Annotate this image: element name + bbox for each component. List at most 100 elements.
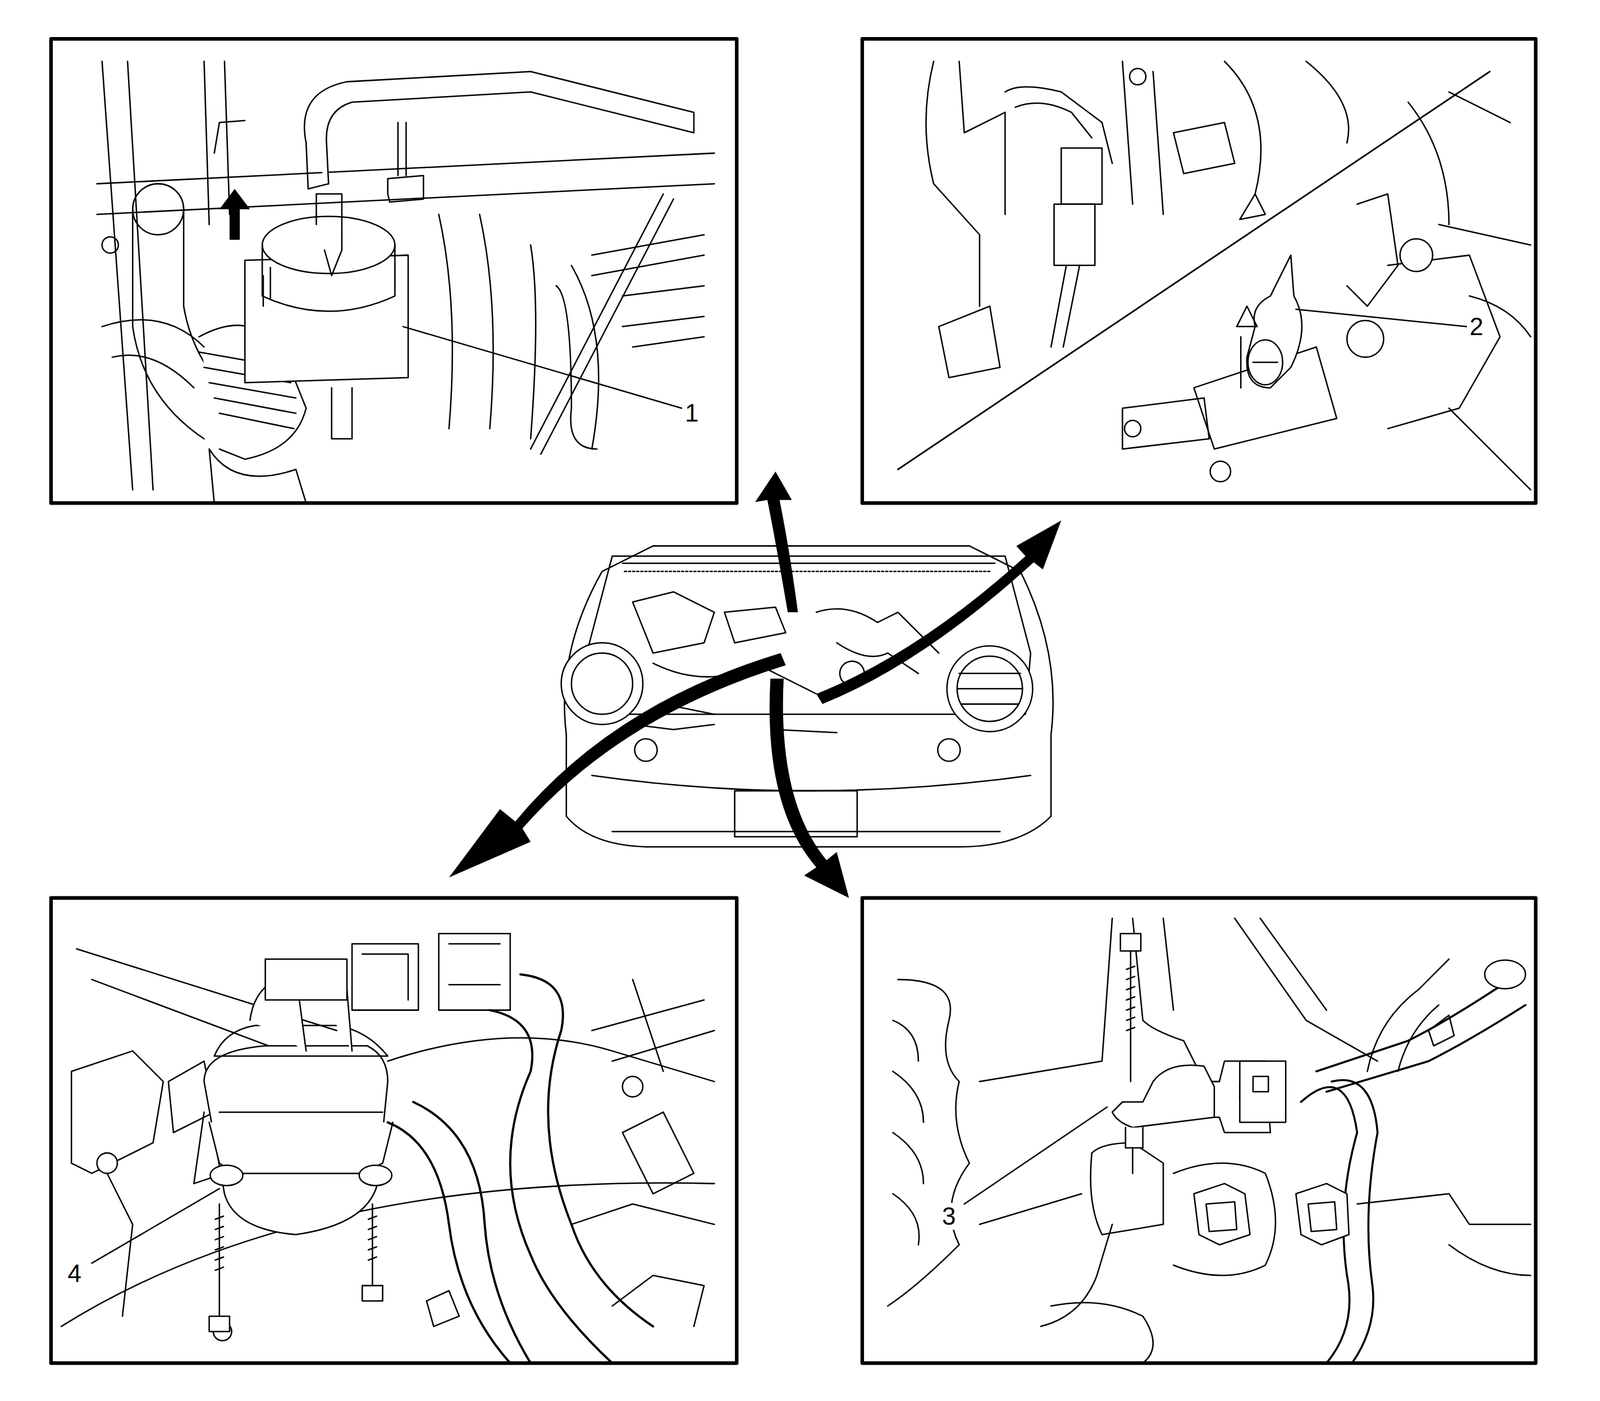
panel-bottom-left-part-part: [489, 974, 653, 1364]
panel-bottom-right-part-part: [1356, 1194, 1531, 1225]
panel-top-right-part-part: [1194, 346, 1337, 450]
panel-bottom-right-part-part: [1448, 1245, 1531, 1277]
panel-top-right-part-part: [1124, 420, 1141, 437]
pointer-arrows-part: [816, 520, 1062, 704]
panel-bottom-right-part-part: [1234, 918, 1378, 1062]
panel-bottom-left-part-part: [209, 1122, 393, 1174]
car-front-part: [561, 642, 643, 725]
panel-bottom-left-part-part: [387, 1102, 531, 1364]
panel-top-right-part-part: [1346, 194, 1398, 307]
panel-bottom-left-part-part: [362, 954, 409, 1001]
panel-bottom-left-part: [362, 1285, 383, 1301]
callout-number: 3: [939, 1203, 958, 1231]
panel-top-right-part-part: [1122, 61, 1235, 215]
panel-bottom-right-part: [1125, 1127, 1144, 1149]
panel-top-left-part-part: [209, 449, 307, 504]
bolt: [1126, 949, 1136, 1082]
panel-top-right-part-part: [1122, 398, 1209, 450]
panel-bottom-right-part-part: [1295, 1184, 1350, 1246]
panel-bottom-left-part: [209, 1316, 230, 1332]
car-front-part: [571, 652, 633, 715]
panel-top-right-part-part: [1253, 361, 1278, 364]
panel-top-left-part-part: [387, 122, 424, 203]
sensor-body: [1112, 1065, 1215, 1128]
panel-top-right-part-part: [1054, 204, 1096, 266]
panel-bottom-left-part-part: [209, 1165, 243, 1186]
panel-bottom-right-part: [862, 898, 1536, 1364]
panel-bottom-left-part-part: [359, 1165, 392, 1186]
panel-top-left-part-part: [102, 61, 230, 490]
panel-top-left-part: [51, 38, 737, 504]
panel-top-left-part-part: [132, 183, 184, 235]
pointer-arrows-part: [449, 652, 786, 878]
panel-bottom-right-part-part: [1428, 1015, 1455, 1047]
panel-bottom-right-part-part: [1484, 960, 1526, 990]
panel-top-left-part-part: [439, 214, 598, 450]
panel-bottom-right: [862, 898, 1536, 1364]
panel-top-right-part: [862, 38, 1536, 504]
panel-top-left-part-part: [304, 71, 694, 184]
panel-bottom-right-part-part: [1132, 918, 1205, 1082]
panel-top-right-part-part: [1129, 68, 1146, 85]
panel-top-right-part: [897, 61, 1531, 490]
car-front-part: [957, 673, 1023, 705]
panel-bottom-left-part-part: [439, 933, 511, 1010]
panel-bottom-left-part: [51, 898, 737, 1364]
leader-line: [403, 326, 682, 409]
car-front-part: [634, 738, 658, 762]
panel-top-left-part: [51, 38, 737, 504]
callout-number: 4: [65, 1260, 84, 1288]
panel-top-right-part-part: [1306, 61, 1511, 225]
panel-bottom-left-part-part: [352, 943, 419, 1010]
panel-bottom-left-part-part: [622, 1112, 694, 1194]
panel-top-right-part-part: [1050, 265, 1080, 347]
panel-bottom-right-part-part: [1040, 1163, 1276, 1327]
panel-bottom-right-part: [1131, 1148, 1134, 1174]
leader-line: [92, 1189, 220, 1264]
panel-bottom-left-part-part: [591, 979, 715, 1072]
panel-top-left-part-part: [530, 194, 674, 455]
panel-bottom-right-part-part: [1367, 959, 1449, 1072]
panel-bottom-right-part-part: [1316, 979, 1526, 1092]
panel-bottom-right-part-part: [887, 979, 969, 1307]
panel-bottom-right-part-part: [1239, 1061, 1286, 1123]
panel-bottom-left-part-part: [97, 1153, 118, 1174]
panel-bottom-left-part-part: [107, 1173, 133, 1316]
panel-top-left-part: [219, 188, 251, 240]
panel-bottom-left-part-part: [571, 1204, 715, 1327]
car-front: [561, 546, 1054, 848]
panel-top-right-part-part: [897, 71, 1490, 470]
car-front-part: [624, 570, 992, 573]
car-front-part: [947, 646, 1033, 733]
leader-line: [964, 1107, 1108, 1205]
panel-top-right-part-part: [1400, 239, 1433, 272]
car-front-part: [937, 738, 960, 762]
panel-bottom-right-part-part: [1090, 1143, 1164, 1236]
panel-top-right-part-part: [1248, 339, 1283, 385]
panel-bottom-right-part-part: [1308, 1201, 1337, 1232]
panel-top-left-part-part: [262, 244, 395, 312]
panel-top-right-part-part: [1438, 224, 1531, 491]
panel-top-right-part-part: [1387, 255, 1501, 429]
panel-top-left-part-part: [263, 267, 271, 306]
panel-bottom-left-part-part: [426, 1290, 460, 1327]
bolt: [215, 1204, 224, 1317]
leader-line: [1295, 309, 1467, 327]
panel-top-left-part: [97, 61, 715, 504]
panel-top-left-part-part: [331, 387, 352, 440]
panel-bottom-right-part-part: [1253, 1076, 1269, 1092]
panel-top-left-part-part: [305, 143, 329, 190]
car-front-part: [957, 656, 1023, 722]
panel-bottom-right-part: [1120, 933, 1141, 952]
panel-bottom-left: [51, 898, 737, 1364]
panel-bottom-right-part-part: [1205, 1201, 1237, 1232]
panel-top-left-part-part: [102, 236, 119, 254]
panel-top-left-part-part: [316, 194, 342, 276]
pointer-arrows-part: [755, 471, 798, 613]
panel-top-right-part-part: [938, 305, 1000, 378]
panel-top-left-part-part: [102, 320, 205, 388]
panel-top-right-part-part: [1061, 148, 1103, 205]
panel-top-right-part-part: [1210, 461, 1231, 482]
